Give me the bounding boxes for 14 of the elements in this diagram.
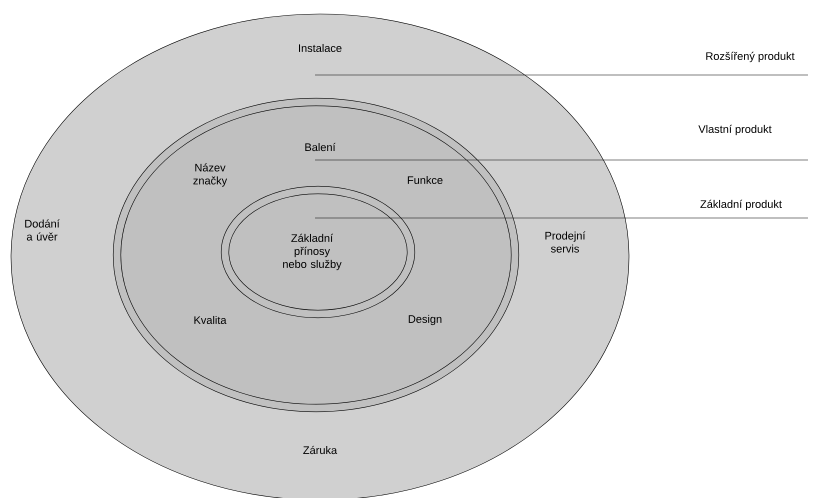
level-name: Základní produkt [700,200,782,210]
level-label: Název značky [193,163,228,187]
level-label: Balení [305,142,336,152]
level-label: Kvalita [194,316,226,324]
level-label: Základní přínosy nebo služby [283,234,342,270]
level-label: Funkce [408,176,443,184]
level-name: Rozšířený produkt [706,52,795,62]
level-label: Prodejní servis [545,231,586,253]
level-label: Záruka [303,446,338,454]
level-label: Design [408,314,442,326]
level-label: Dodání a úvěr [25,219,60,241]
level-label: Instalace [299,44,342,52]
level-name: Vlastní produkt [698,124,772,136]
leader-line [314,74,808,76]
